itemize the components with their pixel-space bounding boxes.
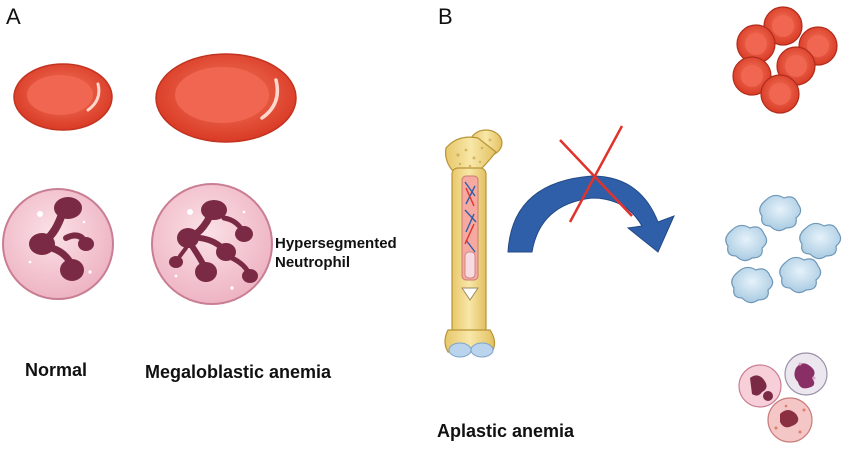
- aplastic-caption: Aplastic anemia: [437, 421, 575, 441]
- red-blood-cell-cluster-icon: [732, 6, 838, 114]
- platelet-cluster-icon: [725, 194, 842, 304]
- normal-neutrophil-icon: [2, 188, 114, 300]
- megaloblastic-caption: Megaloblastic anemia: [145, 362, 332, 382]
- femur-bone-icon: [444, 129, 503, 358]
- hypersegmented-label-line2: Neutrophil: [275, 254, 350, 271]
- hypersegmented-neutrophil-label: Hypersegmented Neutrophil: [275, 234, 397, 272]
- leukocyte-2: [784, 352, 828, 396]
- panel-b-letter: B: [438, 4, 453, 29]
- hypersegmented-label-line1: Hypersegmented: [275, 235, 397, 252]
- white-blood-cell-cluster-icon: [738, 352, 828, 443]
- hypersegmented-neutrophil-icon: [151, 183, 273, 305]
- panel-a-letter: A: [6, 4, 21, 29]
- curved-arrow-icon: [507, 175, 675, 253]
- normal-caption: Normal: [25, 360, 88, 380]
- leukocyte-3: [767, 397, 813, 443]
- red-x-icon: [559, 125, 633, 223]
- normal-red-blood-cell-icon: [13, 63, 113, 131]
- macrocytic-red-blood-cell-icon: [155, 53, 297, 143]
- leukocyte-1: [738, 364, 782, 408]
